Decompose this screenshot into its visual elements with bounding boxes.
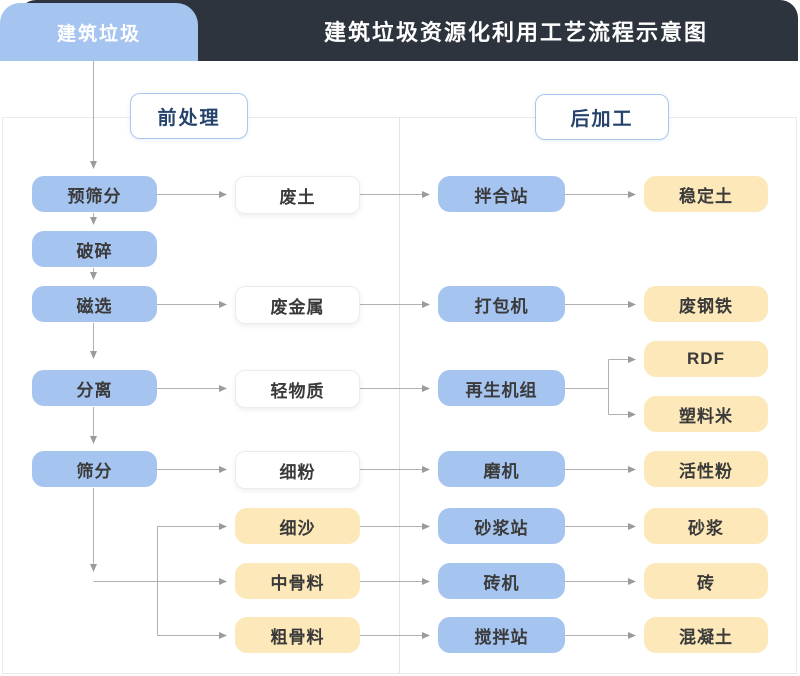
node-waste-metal: 废金属 <box>235 286 360 324</box>
node-stabilized-soil: 稳定土 <box>644 176 768 212</box>
node-brick-machine: 砖机 <box>438 563 565 599</box>
node-brick: 砖 <box>644 563 768 599</box>
section-badge-postprocessing: 后加工 <box>535 94 669 140</box>
section-divider <box>399 117 400 673</box>
node-light-material: 轻物质 <box>235 370 360 408</box>
node-active-powder: 活性粉 <box>644 451 768 487</box>
node-mixing-station: 拌合站 <box>438 176 565 212</box>
node-fine-powder: 细粉 <box>235 451 360 489</box>
node-coarse-aggregate: 粗骨料 <box>235 617 360 653</box>
node-mid-aggregate: 中骨料 <box>235 563 360 599</box>
node-regen-unit: 再生机组 <box>438 370 565 406</box>
node-waste-steel: 废钢铁 <box>644 286 768 322</box>
node-waste-soil: 废土 <box>235 176 360 214</box>
node-crushing: 破碎 <box>32 231 157 267</box>
node-concrete-station: 搅拌站 <box>438 617 565 653</box>
node-separation: 分离 <box>32 370 157 406</box>
node-rdf: RDF <box>644 341 768 377</box>
node-mortar: 砂浆 <box>644 508 768 544</box>
node-pre-screening: 预筛分 <box>32 176 157 212</box>
node-baler: 打包机 <box>438 286 565 322</box>
node-concrete: 混凝土 <box>644 617 768 653</box>
source-tab-construction-waste[interactable]: 建筑垃圾 <box>0 3 198 61</box>
node-fine-sand: 细沙 <box>235 508 360 544</box>
node-mill: 磨机 <box>438 451 565 487</box>
node-mortar-station: 砂浆站 <box>438 508 565 544</box>
node-plastic-pellet: 塑料米 <box>644 396 768 432</box>
node-screening: 筛分 <box>32 451 157 487</box>
section-badge-preprocessing: 前处理 <box>130 93 248 139</box>
node-magnetic-sorting: 磁选 <box>32 286 157 322</box>
page-title: 建筑垃圾资源化利用工艺流程示意图 <box>323 19 708 45</box>
